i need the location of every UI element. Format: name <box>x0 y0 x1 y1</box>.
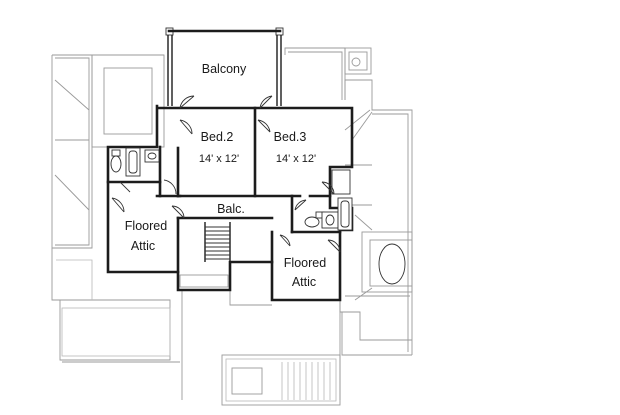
bed2-dimensions: 14' x 12' <box>199 153 239 165</box>
room-labels: Balcony Bed.2 14' x 12' Bed.3 14' x 12' … <box>125 62 326 289</box>
door-swing-icon <box>111 95 341 253</box>
bathtub-icon <box>125 147 353 231</box>
floored-attic-right-line2: Attic <box>292 275 316 289</box>
bed3-label: Bed.3 <box>274 130 307 144</box>
floored-attic-right-line1: Floored <box>284 256 326 270</box>
floored-attic-left-line1: Floored <box>125 219 167 233</box>
bed3-dimensions: 14' x 12' <box>276 153 316 165</box>
floored-attic-left-line2: Attic <box>131 239 155 253</box>
roof-outline <box>51 47 413 406</box>
toilet-icon <box>110 149 325 228</box>
stair-icon <box>205 226 230 260</box>
balcony-label: Balcony <box>202 62 247 76</box>
main-walls <box>106 104 354 302</box>
balc-label: Balc. <box>217 202 245 216</box>
bed2-label: Bed.2 <box>201 130 234 144</box>
sink-icon <box>144 149 339 229</box>
balcony-area <box>165 27 284 106</box>
